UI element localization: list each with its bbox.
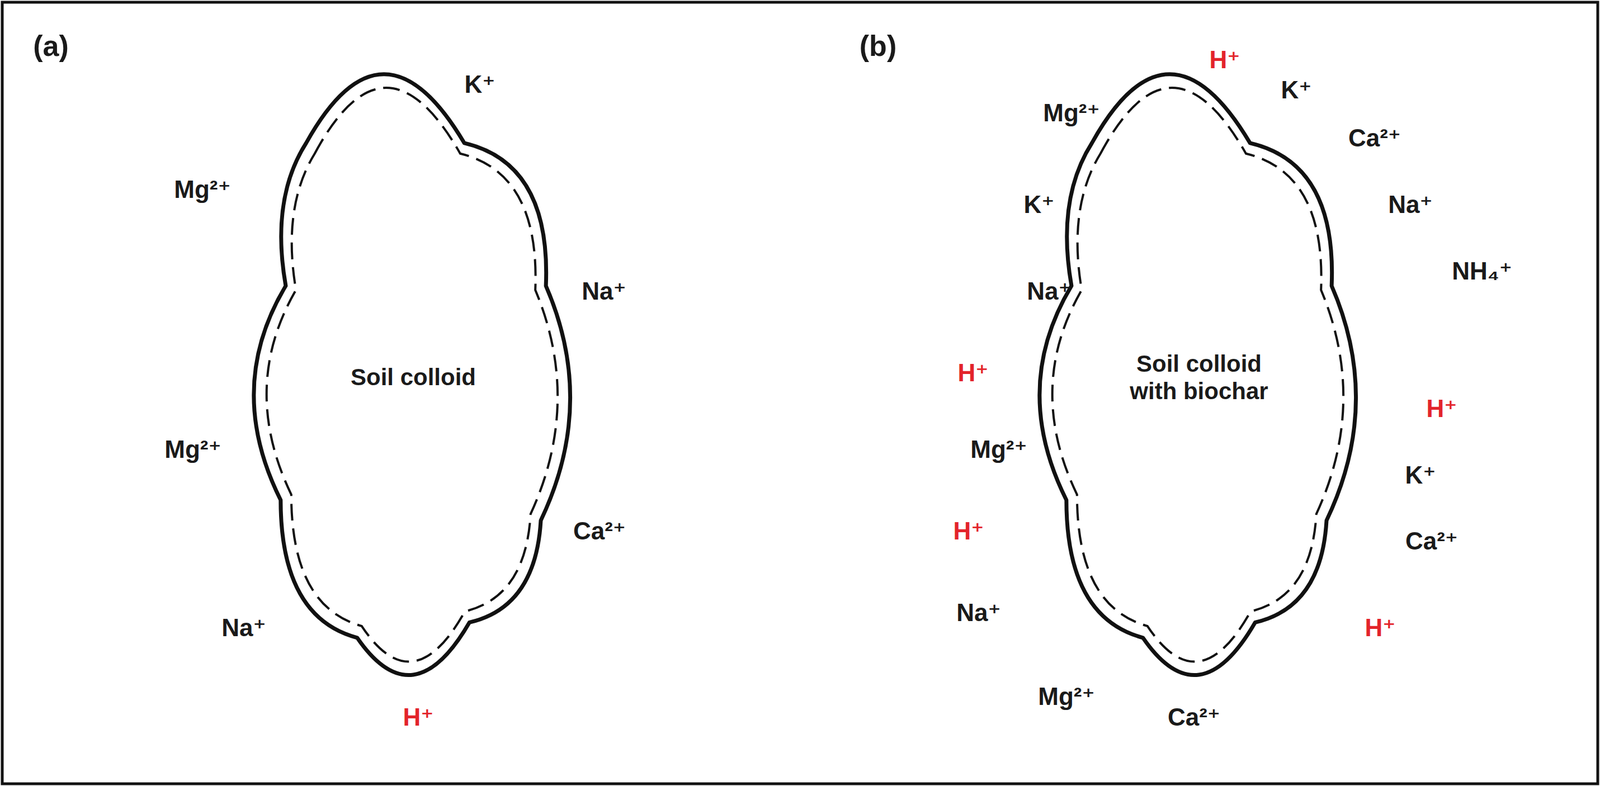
ion-label: K⁺ (1023, 190, 1055, 219)
soil-colloid: Soil colloid with biochar (1030, 66, 1368, 689)
colloid-label: Soil colloid with biochar (1115, 350, 1283, 405)
ion-label: H⁺ (957, 358, 989, 387)
ion-label: Mg²⁺ (1037, 682, 1095, 711)
ion-label: Mg²⁺ (1042, 98, 1100, 127)
soil-colloid: Soil colloid (244, 66, 582, 689)
ion-label: Na⁺ (221, 613, 266, 643)
ion-label: H⁺ (1426, 394, 1458, 423)
panel-letter: (a) (32, 29, 69, 63)
ion-label: Ca²⁺ (1348, 123, 1401, 153)
node-body: Soil colloid with biochar (1030, 66, 1368, 689)
node-body: Soil colloid (244, 66, 582, 689)
ion-label: K⁺ (1281, 75, 1312, 105)
ion-label: H⁺ (403, 702, 434, 732)
ion-label: K⁺ (464, 69, 496, 99)
colloid-label: Soil colloid (329, 364, 498, 391)
ion-label: Na⁺ (1388, 190, 1433, 219)
ion-label: Mg²⁺ (970, 435, 1027, 464)
ion-label: Ca²⁺ (1405, 526, 1458, 556)
ion-label: NH₄⁺ (1451, 256, 1513, 286)
ion-label: H⁺ (1365, 613, 1396, 643)
panel-letter: (b) (859, 29, 897, 63)
ion-label: K⁺ (1405, 460, 1437, 490)
ion-label: Na⁺ (956, 598, 1001, 627)
ion-label: Na⁺ (581, 276, 626, 306)
ion-label: Ca²⁺ (1167, 702, 1221, 732)
ion-label: Ca²⁺ (573, 516, 626, 546)
ion-label: Mg²⁺ (164, 435, 221, 464)
ion-label: Na⁺ (1026, 276, 1071, 306)
ion-label: Mg²⁺ (173, 175, 231, 204)
ion-label: H⁺ (1209, 45, 1241, 74)
ion-label: H⁺ (953, 516, 985, 546)
